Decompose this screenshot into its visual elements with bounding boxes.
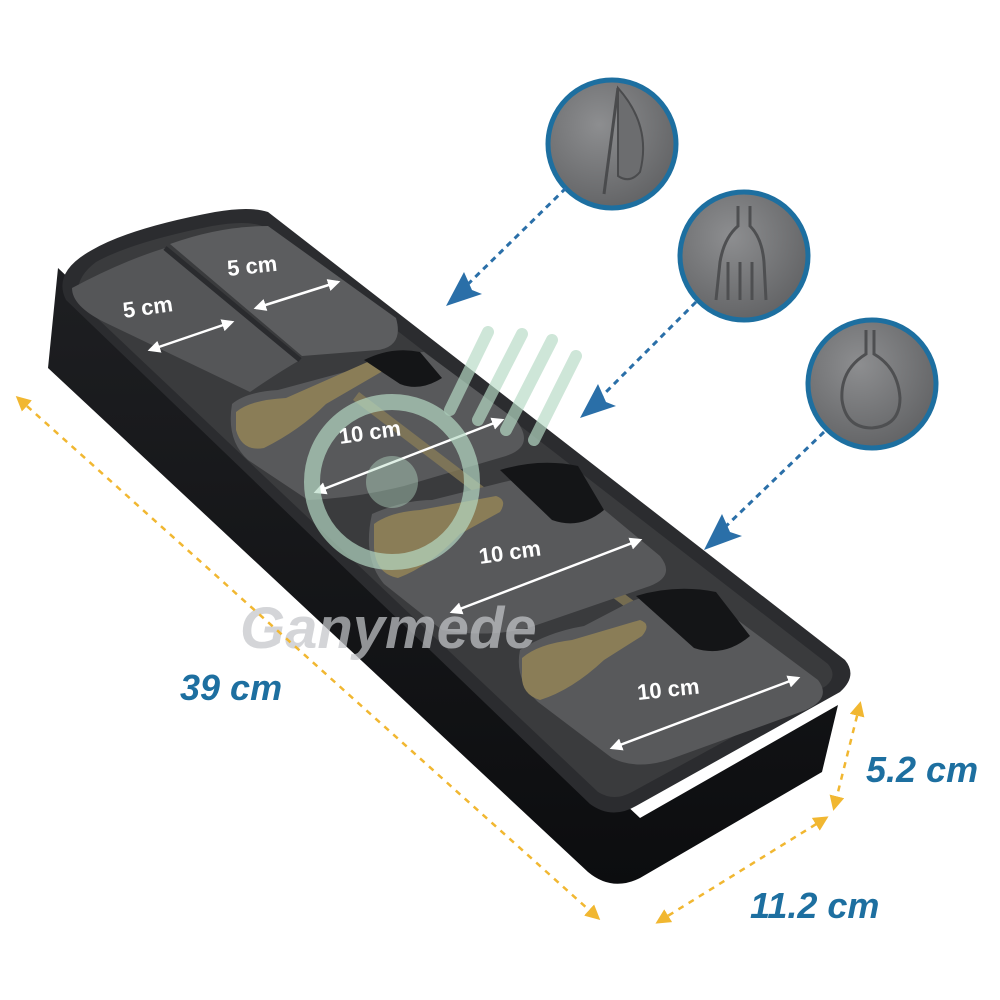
knife-icon xyxy=(602,85,645,195)
outer-dimension-guides: 39 cm 11.2 cm 5.2 cm xyxy=(15,395,978,926)
utensil-badges xyxy=(545,77,939,451)
compartment-arrow-5 xyxy=(609,675,801,751)
fork-badge xyxy=(677,189,811,323)
width-guide xyxy=(655,816,829,924)
length-guide xyxy=(15,395,601,921)
compartment-arrow-2 xyxy=(253,279,341,311)
spoon-badge xyxy=(805,317,939,451)
compartment-shadow xyxy=(364,350,442,387)
width-label: 11.2 cm xyxy=(750,885,879,926)
knife-pointer-head xyxy=(446,272,482,306)
height-label: 5.2 cm xyxy=(866,749,978,790)
knife-badge xyxy=(545,77,679,211)
watermark-text: Ganymede xyxy=(240,596,537,661)
spoon-pointer xyxy=(720,430,826,532)
compartment-shadow xyxy=(636,588,750,652)
fork-icon xyxy=(714,206,768,301)
spoon-icon xyxy=(840,330,902,430)
watermark-dot xyxy=(366,456,418,508)
spoon-pointer-head xyxy=(704,514,742,550)
pointer-arrows xyxy=(446,186,826,550)
fork-pointer-head xyxy=(580,384,616,418)
fork-pointer xyxy=(596,300,698,402)
compartment-arrow-1 xyxy=(147,319,235,353)
height-guide xyxy=(829,701,865,811)
length-label: 39 cm xyxy=(180,667,282,708)
knife-pointer xyxy=(460,186,568,292)
compartment-label-2: 5 cm xyxy=(226,251,278,281)
divider xyxy=(163,246,302,362)
